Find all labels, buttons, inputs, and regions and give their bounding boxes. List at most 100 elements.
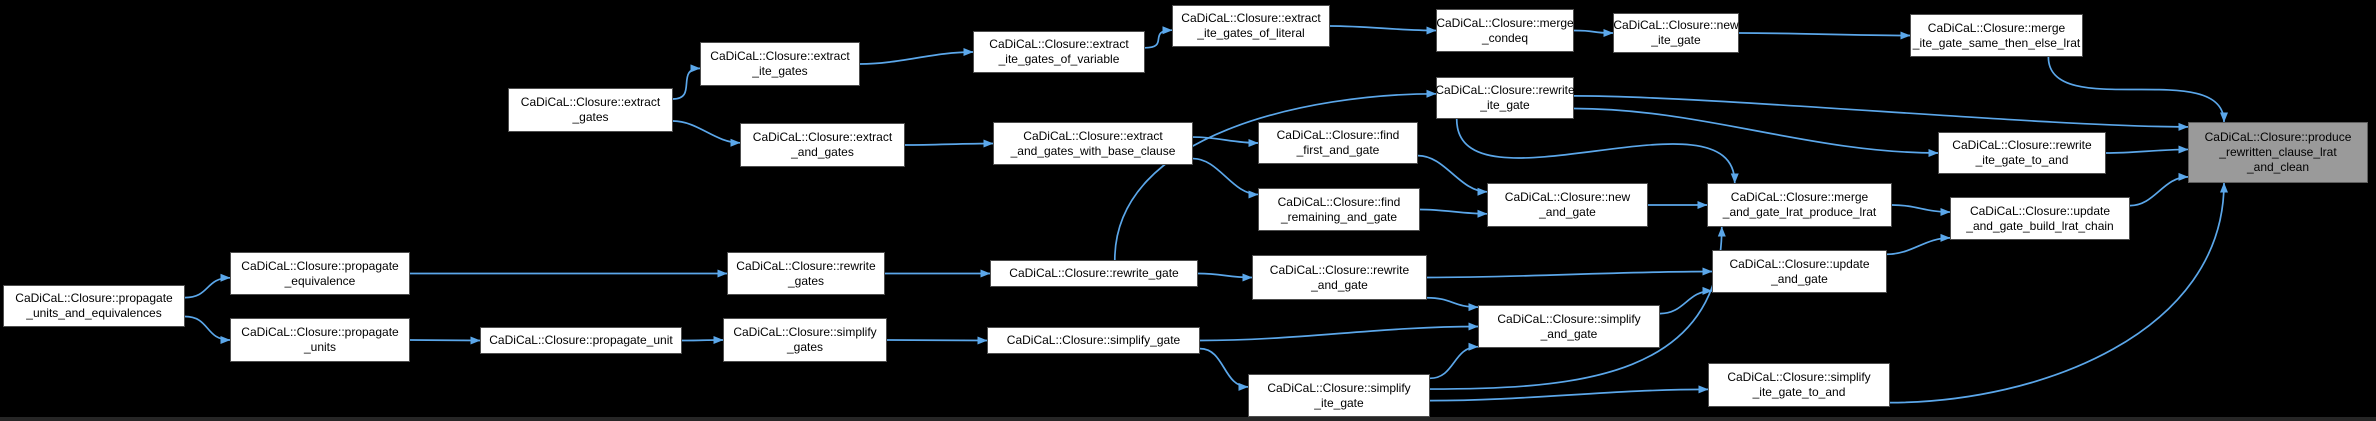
node-label-line: _ite_gate (1651, 33, 1701, 47)
node-label-line: CaDiCaL::Closure::extract (752, 130, 893, 144)
node-label-line: CaDiCaL::Closure::extract (1023, 128, 1163, 143)
edge-rewrite-and-gate--simplify-and-gate (1426, 296, 1479, 312)
node-label-line: _ite_gate_to_and (1752, 385, 1846, 399)
node-produce-rewritten-clause-lrat-and-clean[interactable]: CaDiCaL::Closure::produce_rewritten_clau… (2188, 122, 2368, 183)
node-label-line: CaDiCaL::Closure::extract (520, 95, 661, 109)
node-label-line: _ite_gates_of_literal (1197, 26, 1305, 40)
edge-extract-and-gates-with-base-clause--find-first-and-gate (1192, 136, 1259, 147)
node-label-line: _ite_gate_to_and (1975, 153, 2069, 167)
node-label-line: _and_gate_build_lrat_chain (1966, 218, 2114, 233)
node-label-line: _rewritten_clause_lrat (2219, 145, 2337, 159)
edge-extract-gates--extract-ite-gates (672, 64, 701, 100)
node-label-line: CaDiCaL::Closure::rewrite (1435, 83, 1575, 97)
node-propagate-equivalence[interactable]: CaDiCaL::Closure::propagate_equivalence (230, 252, 410, 295)
node-label-line: CaDiCaL::Closure::update (1969, 203, 2111, 218)
node-label-line: CaDiCaL::Closure::new (1504, 190, 1631, 204)
node-label-line: CaDiCaL::Closure::merge (1730, 190, 1869, 204)
node-find-remaining-and-gate[interactable]: CaDiCaL::Closure::find_remaining_and_gat… (1258, 188, 1420, 231)
node-simplify-ite-gate-to-and[interactable]: CaDiCaL::Closure::simplify_ite_gate_to_a… (1708, 363, 1890, 407)
node-rewrite-gate[interactable]: CaDiCaL::Closure::rewrite_gate (990, 260, 1198, 287)
node-simplify-gates[interactable]: CaDiCaL::Closure::simplify_gates (723, 318, 887, 362)
node-extract-ite-gates[interactable]: CaDiCaL::Closure::extract_ite_gates (700, 42, 860, 86)
node-merge-ite-gate-same-then-else-lrat[interactable]: CaDiCaL::Closure::merge_ite_gate_same_th… (1910, 14, 2083, 57)
node-simplify-gate[interactable]: CaDiCaL::Closure::simplify_gate (987, 327, 1200, 354)
node-label-line: _remaining_and_gate (1280, 209, 1398, 224)
node-label-line: CaDiCaL::Closure::propagate (241, 258, 399, 273)
node-label-line: CaDiCaL::Closure::rewrite (736, 258, 876, 273)
node-propagate-unit[interactable]: CaDiCaL::Closure::propagate_unit (480, 327, 682, 354)
node-label-line: CaDiCaL::Closure::extract (1181, 11, 1321, 25)
edge-simplify-and-gate--update-and-gate (1659, 286, 1713, 315)
edge-simplify-ite-gate--simplify-and-gate (1429, 342, 1479, 380)
edge-rewrite-ite-gate--rewrite-ite-gate-to-and (1573, 107, 1939, 157)
edge-simplify-gate--simplify-ite-gate (1199, 347, 1249, 391)
node-label-line: CaDiCaL::Closure::simplify (1267, 380, 1411, 395)
node-label-line: CaDiCaL::Closure::propagate_unit (489, 333, 673, 347)
node-new-ite-gate[interactable]: CaDiCaL::Closure::new_ite_gate (1613, 13, 1739, 53)
node-simplify-and-gate[interactable]: CaDiCaL::Closure::simplify_and_gate (1478, 305, 1660, 348)
edge-propagate-units-and-equivalences--propagate-units (184, 315, 231, 344)
node-find-first-and-gate[interactable]: CaDiCaL::Closure::find_first_and_gate (1258, 122, 1418, 164)
node-label-line: CaDiCaL::Closure::propagate (15, 291, 173, 305)
node-simplify-ite-gate[interactable]: CaDiCaL::Closure::simplify_ite_gate (1248, 374, 1430, 417)
node-extract-ite-gates-of-literal[interactable]: CaDiCaL::Closure::extract_ite_gates_of_l… (1172, 5, 1330, 47)
node-label-line: CaDiCaL::Closure::extract (989, 37, 1129, 51)
node-label-line: CaDiCaL::Closure::simplify_gate (1006, 333, 1181, 347)
node-label-line: _ite_gate_same_then_else_lrat (1912, 35, 2081, 50)
node-label-line: _equivalence (284, 273, 356, 288)
node-rewrite-ite-gate[interactable]: CaDiCaL::Closure::rewrite_ite_gate (1435, 77, 1575, 119)
node-label-line: _condeq (1481, 30, 1529, 45)
edge-update-and-gate-build-lrat-chain--produce-rewritten-clause-lrat-and-clean (2129, 172, 2189, 207)
node-rewrite-ite-gate-to-and[interactable]: CaDiCaL::Closure::rewrite_ite_gate_to_an… (1938, 132, 2106, 174)
edge-simplify-ite-gate-to-and--produce-rewritten-clause-lrat-and-clean (1889, 182, 2228, 404)
node-label-line: _and_clean (2246, 160, 2310, 174)
edge-rewrite-and-gate--update-and-gate (1426, 267, 1713, 279)
node-label-line: _units_and_equivalences (26, 306, 162, 320)
node-label-line: _ite_gate (1480, 98, 1530, 112)
node-label-line: _and_gates_with_base_clause (1010, 143, 1176, 158)
node-rewrite-gates[interactable]: CaDiCaL::Closure::rewrite_gates (727, 252, 885, 295)
node-label-line: _units (303, 340, 337, 354)
edge-extract-ite-gates--extract-ite-gates-of-variable (859, 48, 974, 65)
node-rewrite-and-gate[interactable]: CaDiCaL::Closure::rewrite_and_gate (1252, 255, 1427, 300)
node-merge-condeq[interactable]: CaDiCaL::Closure::merge_condeq (1436, 9, 1574, 52)
edge-update-and-gate--update-and-gate-build-lrat-chain (1886, 233, 1951, 256)
node-update-and-gate-build-lrat-chain[interactable]: CaDiCaL::Closure::update_and_gate_build_… (1950, 197, 2130, 240)
node-propagate-units-and-equivalences[interactable]: CaDiCaL::Closure::propagate_units_and_eq… (3, 285, 185, 327)
scrollbar-horizontal[interactable] (0, 417, 2376, 421)
edge-simplify-gates--simplify-gate (886, 336, 988, 345)
node-label-line: _ite_gates_of_variable (998, 52, 1120, 66)
node-label-line: CaDiCaL::Closure::extract (710, 49, 850, 63)
node-new-and-gate[interactable]: CaDiCaL::Closure::new_and_gate (1487, 183, 1648, 227)
edge-extract-ite-gates-of-literal--merge-condeq (1329, 25, 1437, 35)
node-extract-gates[interactable]: CaDiCaL::Closure::extract_gates (508, 88, 673, 132)
node-label-line: CaDiCaL::Closure::find (1276, 128, 1400, 142)
node-label-line: CaDiCaL::Closure::merge (1436, 15, 1574, 30)
edge-extract-gates--extract-and-gates (672, 120, 741, 147)
node-extract-ite-gates-of-variable[interactable]: CaDiCaL::Closure::extract_ite_gates_of_v… (973, 31, 1145, 73)
node-label-line: _ite_gate (1314, 395, 1364, 410)
node-label-line: _and_gate (1771, 271, 1828, 286)
node-extract-and-gates[interactable]: CaDiCaL::Closure::extract_and_gates (740, 123, 905, 167)
node-label-line: _and_gates (791, 145, 854, 159)
node-merge-and-gate-lrat-produce-lrat[interactable]: CaDiCaL::Closure::merge_and_gate_lrat_pr… (1707, 183, 1892, 227)
edge-propagate-units-and-equivalences--propagate-equivalence (184, 273, 231, 299)
edge-merge-ite-gate-same-then-else-lrat--produce-rewritten-clause-lrat-and-clean (2047, 56, 2228, 123)
edge-merge-and-gate-lrat-produce-lrat--update-and-gate-build-lrat-chain (1891, 204, 1951, 217)
node-label-line: CaDiCaL::Closure::simplify (733, 325, 877, 339)
edge-simplify-ite-gate--simplify-ite-gate-to-and (1429, 385, 1709, 402)
edge-extract-and-gates-with-base-clause--find-remaining-and-gate (1192, 157, 1259, 199)
node-extract-and-gates-with-base-clause[interactable]: CaDiCaL::Closure::extract_and_gates_with… (993, 122, 1193, 165)
node-label-line: _first_and_gate (1296, 143, 1380, 157)
node-propagate-units[interactable]: CaDiCaL::Closure::propagate_units (230, 318, 410, 362)
node-label-line: CaDiCaL::Closure::find (1277, 194, 1401, 209)
edge-find-first-and-gate--new-and-gate (1417, 154, 1488, 196)
edge-rewrite-gate--rewrite-and-gate (1197, 272, 1253, 282)
edge-extract-and-gates--extract-and-gates-with-base-clause (904, 139, 994, 148)
edge-rewrite-ite-gate--merge-and-gate-lrat-produce-lrat (1455, 118, 1739, 184)
node-label-line: CaDiCaL::Closure::produce (2204, 130, 2352, 144)
node-label-line: _ite_gates (752, 64, 808, 78)
node-update-and-gate[interactable]: CaDiCaL::Closure::update_and_gate (1712, 250, 1887, 293)
node-label-line: _and_gate (1311, 277, 1368, 292)
